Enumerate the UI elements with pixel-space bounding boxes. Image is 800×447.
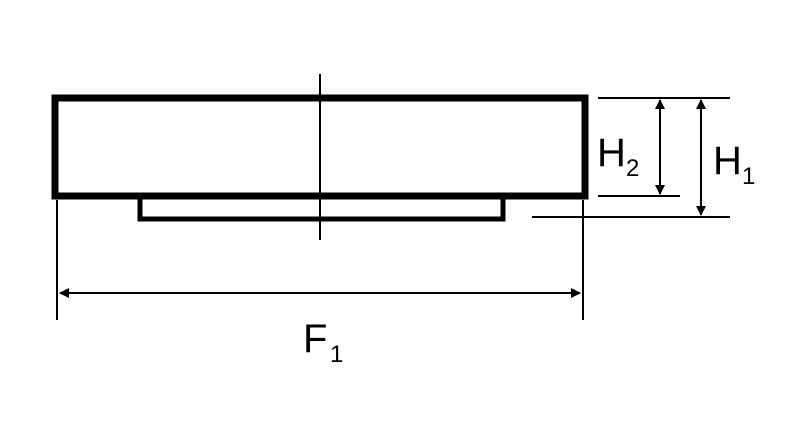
- width-label-subscript: 1: [330, 341, 343, 368]
- base-step-outline: [137, 197, 506, 222]
- body-height-label: H: [597, 131, 626, 175]
- total-height-label-subscript: 1: [742, 163, 755, 190]
- body-height-label-subscript: 2: [626, 155, 639, 182]
- width-label: F: [303, 317, 327, 361]
- total-height-label: H: [713, 139, 742, 183]
